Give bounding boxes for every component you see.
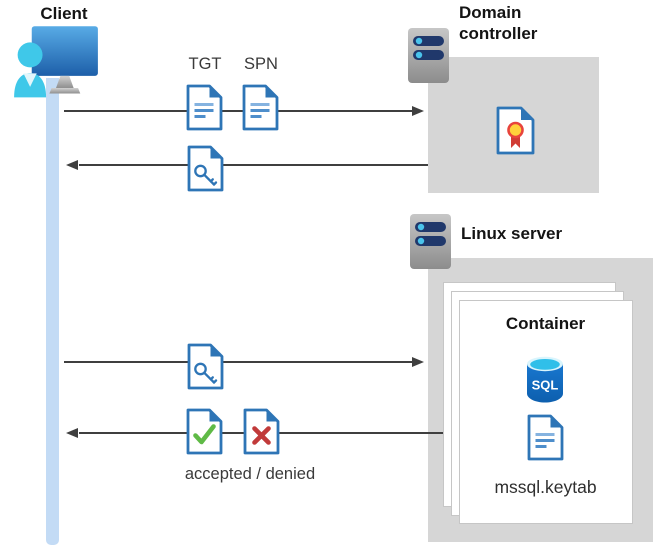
arrowhead-right-icon	[412, 356, 424, 367]
arrow-dc-to-client	[79, 164, 428, 166]
tgt-ticket-icon	[186, 84, 223, 131]
server-icon	[410, 214, 451, 269]
arrowhead-left-icon	[66, 159, 78, 170]
container-label: Container	[505, 314, 586, 333]
container-card-front	[459, 300, 633, 524]
result-label: accepted / denied	[184, 465, 316, 483]
keytab-file-icon	[527, 414, 564, 461]
user-icon	[14, 42, 47, 98]
server-icon	[408, 28, 449, 83]
linux-server-label: Linux server	[461, 224, 563, 243]
arrow-client-to-dc	[64, 110, 412, 112]
client-lifeline	[46, 78, 59, 545]
spn-label: SPN	[244, 55, 278, 73]
denied-icon	[243, 408, 280, 455]
sql-icon-label: SQL	[532, 378, 559, 393]
tgt-label: TGT	[188, 55, 222, 73]
sql-database-icon: SQL	[527, 356, 563, 403]
arrow-client-to-linux	[64, 361, 412, 363]
certificate-icon	[496, 106, 535, 155]
domain-controller-label: Domain controller	[459, 3, 538, 43]
keytab-filename-label: mssql.keytab	[494, 477, 597, 497]
arrowhead-left-icon	[66, 427, 78, 438]
key-ticket-icon	[187, 145, 224, 192]
key-ticket-icon	[187, 343, 224, 390]
accepted-icon	[186, 408, 223, 455]
client-computer-icon	[14, 26, 98, 98]
client-label: Client	[40, 4, 88, 23]
spn-ticket-icon	[242, 84, 279, 131]
arrowhead-right-icon	[412, 105, 424, 116]
